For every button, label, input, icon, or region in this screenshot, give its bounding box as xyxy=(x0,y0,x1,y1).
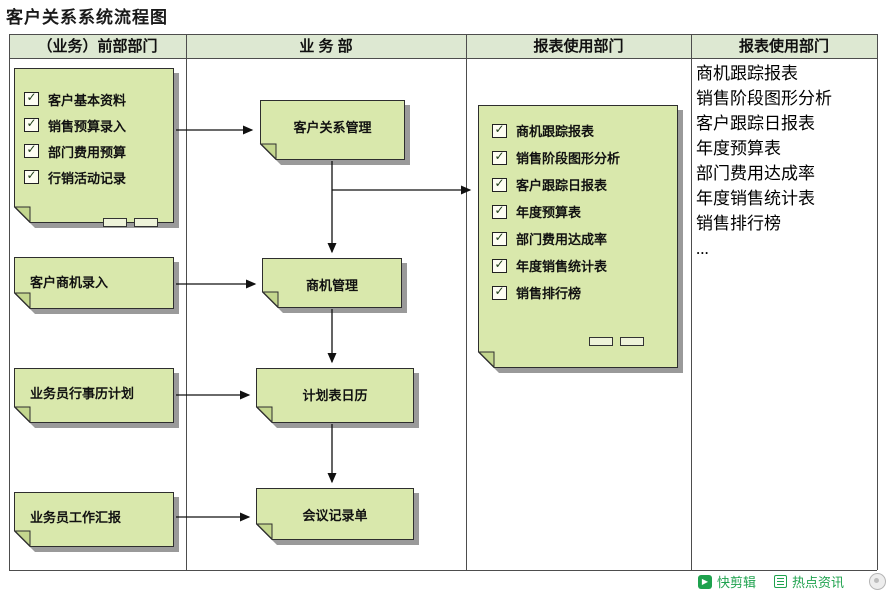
check-item-label: 部门费用达成率 xyxy=(516,232,608,247)
column-header-report-dept: 报表使用部门 xyxy=(533,38,624,55)
report-name: 客户跟踪日报表 xyxy=(696,114,815,133)
grid-line-right xyxy=(877,34,878,570)
check-item: ✓ 年度预算表 xyxy=(478,198,678,225)
blank-field xyxy=(620,337,644,346)
check-item: ✓ 部门费用预算 xyxy=(14,138,174,164)
report-name: 商机跟踪报表 xyxy=(696,64,798,83)
schedule-box: 计划表日历 xyxy=(255,368,419,428)
box-label: 商机管理 xyxy=(305,278,358,293)
check-item-label: 销售排行榜 xyxy=(516,286,582,301)
check-item-label: 商机跟踪报表 xyxy=(516,124,595,139)
grid-line-col4 xyxy=(691,34,692,570)
grid-line-col3 xyxy=(466,34,467,570)
calendar-plan-box: 业务员行事历计划 xyxy=(13,368,179,428)
grid-line-top xyxy=(9,34,877,35)
hot-news-widget[interactable]: 热点资讯 xyxy=(774,572,844,591)
opportunity-mgmt-box: 商机管理 xyxy=(261,258,407,313)
checkbox-icon: ✓ xyxy=(492,150,507,165)
opportunity-input-box: 客户商机录入 xyxy=(13,257,179,314)
blank-fields xyxy=(103,218,158,227)
quick-clip-widget[interactable]: ▶ 快剪辑 xyxy=(698,572,756,591)
grid-line-bottom xyxy=(9,570,877,571)
grid-line-col2 xyxy=(186,34,187,570)
column-header-report-dept-2: 报表使用部门 xyxy=(738,38,829,55)
work-report-box: 业务员工作汇报 xyxy=(13,492,179,552)
check-item: ✓ 客户跟踪日报表 xyxy=(478,171,678,198)
checkbox-icon: ✓ xyxy=(24,91,39,106)
report-name: 销售阶段图形分析 xyxy=(696,89,832,108)
check-item-label: 部门费用预算 xyxy=(48,144,127,160)
box-label: 业务员工作汇报 xyxy=(30,510,122,525)
checkbox-icon: ✓ xyxy=(24,169,39,184)
box-label: 计划表日历 xyxy=(302,388,368,403)
checkbox-icon: ✓ xyxy=(492,177,507,192)
box-label: 业务员行事历计划 xyxy=(30,386,135,401)
check-item-label: 销售预算录入 xyxy=(48,118,127,134)
box-label: 客户关系管理 xyxy=(293,120,372,135)
check-item-label: 行销活动记录 xyxy=(48,170,127,186)
blank-field xyxy=(103,218,127,227)
checkbox-icon: ✓ xyxy=(24,143,39,158)
check-item: ✓ 行销活动记录 xyxy=(14,164,174,190)
browser-overlay-bar: ▶ 快剪辑 热点资讯 xyxy=(698,572,844,591)
checkbox-icon: ✓ xyxy=(492,123,507,138)
column-header-front-dept: （业务）前部部门 xyxy=(37,38,158,55)
meeting-record-box: 会议记录单 xyxy=(255,488,419,545)
check-item-label: 年度销售统计表 xyxy=(516,259,608,274)
news-icon xyxy=(774,575,788,588)
page-control-icon[interactable] xyxy=(869,573,886,590)
check-item: ✓ 客户基本资料 xyxy=(14,86,174,112)
quick-clip-label: 快剪辑 xyxy=(717,575,757,590)
box-label: 会议记录单 xyxy=(302,508,368,523)
check-item: ✓ 销售阶段图形分析 xyxy=(478,144,678,171)
check-item: ✓ 年度销售统计表 xyxy=(478,252,678,279)
checkbox-icon: ✓ xyxy=(24,117,39,132)
header-band xyxy=(10,35,877,58)
grid-line-header-bottom xyxy=(9,58,877,59)
report-name: 部门费用达成率 xyxy=(696,164,815,183)
report-name: 年度销售统计表 xyxy=(696,189,815,208)
checkbox-icon: ✓ xyxy=(492,285,507,300)
report-name: 年度预算表 xyxy=(696,139,781,158)
blank-fields xyxy=(589,337,644,346)
check-item-label: 年度预算表 xyxy=(516,205,582,220)
page-title: 客户关系系统流程图 xyxy=(6,8,168,27)
play-icon: ▶ xyxy=(698,574,712,589)
blank-field xyxy=(134,218,158,227)
check-item-label: 销售阶段图形分析 xyxy=(516,151,621,166)
source-documents-box: ✓ 客户基本资料 ✓ 销售预算录入 ✓ 部门费用预算 ✓ 行销活动记录 xyxy=(13,68,179,228)
checkbox-icon: ✓ xyxy=(492,231,507,246)
check-item: ✓ 销售排行榜 xyxy=(478,279,678,306)
checkbox-icon: ✓ xyxy=(492,204,507,219)
hot-news-label: 热点资讯 xyxy=(792,575,845,590)
box-label: 客户商机录入 xyxy=(30,275,109,290)
check-item: ✓ 销售预算录入 xyxy=(14,112,174,138)
crm-box: 客户关系管理 xyxy=(259,100,410,165)
check-item-label: 客户基本资料 xyxy=(48,92,127,108)
report-name: ... xyxy=(696,239,709,258)
column-header-business-dept: 业 务 部 xyxy=(299,38,353,55)
check-item: ✓ 商机跟踪报表 xyxy=(478,117,678,144)
blank-field xyxy=(589,337,613,346)
check-item-label: 客户跟踪日报表 xyxy=(516,178,608,193)
report-name: 销售排行榜 xyxy=(696,214,781,233)
check-item: ✓ 部门费用达成率 xyxy=(478,225,678,252)
report-documents-box: ✓ 商机跟踪报表 ✓ 销售阶段图形分析 ✓ 客户跟踪日报表 ✓ 年度预算表 ✓ … xyxy=(477,105,683,373)
report-name-list: 商机跟踪报表 销售阶段图形分析 客户跟踪日报表 年度预算表 部门费用达成率 年度… xyxy=(696,61,832,261)
grid-line-left xyxy=(9,34,10,570)
checkbox-icon: ✓ xyxy=(492,258,507,273)
